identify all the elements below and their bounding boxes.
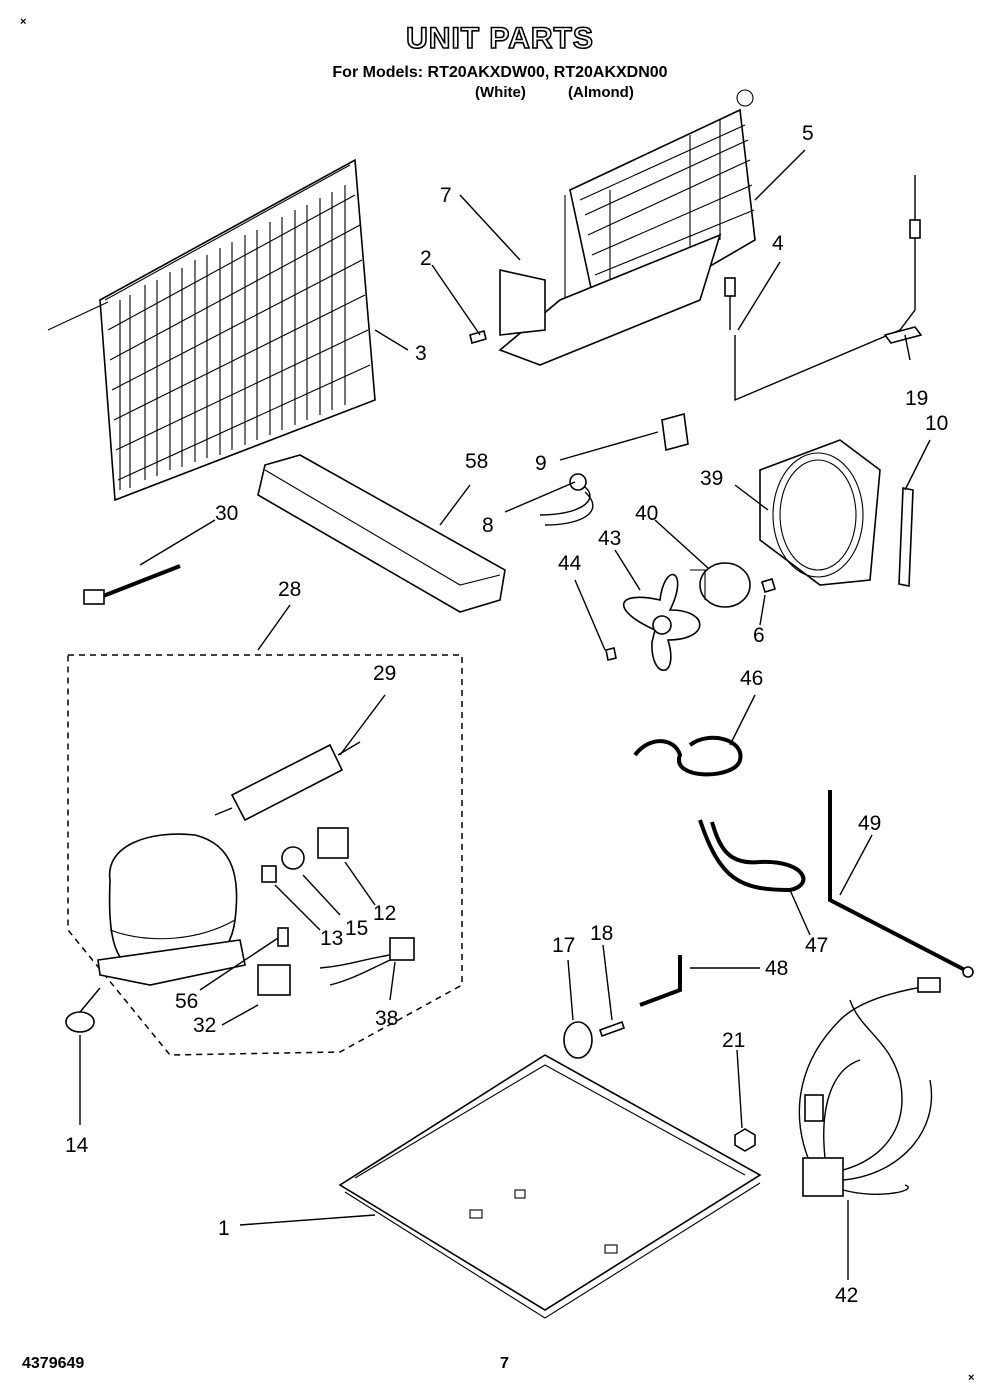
document-number: 4379649 bbox=[22, 1355, 85, 1372]
callout-48: 48 bbox=[765, 957, 788, 980]
callout-32: 32 bbox=[193, 1014, 216, 1037]
callout-labels: 7 2 5 4 3 19 10 9 58 8 39 40 43 44 6 30 … bbox=[65, 122, 948, 1307]
corner-mark-bottom: × bbox=[968, 1372, 975, 1384]
corner-mark-top: × bbox=[20, 16, 27, 28]
variant-white: (White) bbox=[475, 84, 526, 101]
tube-46-drawing bbox=[633, 735, 743, 777]
callout-9: 9 bbox=[535, 452, 547, 475]
nut-21-drawing bbox=[734, 1128, 756, 1152]
clip-13-drawing bbox=[261, 865, 277, 883]
callout-58: 58 bbox=[465, 450, 488, 473]
fan-blade-43-drawing bbox=[605, 573, 701, 671]
callout-4: 4 bbox=[772, 232, 784, 255]
relay-12-drawing bbox=[317, 827, 349, 859]
callout-13: 13 bbox=[320, 927, 343, 950]
callout-42: 42 bbox=[835, 1284, 858, 1307]
compressor-drawing bbox=[97, 833, 246, 986]
callout-18: 18 bbox=[590, 922, 613, 945]
callout-6: 6 bbox=[753, 624, 765, 647]
drier-29-drawing bbox=[214, 741, 361, 822]
callout-2: 2 bbox=[420, 247, 432, 270]
models-subtitle: For Models: RT20AKXDW00, RT20AKXDN00 bbox=[332, 64, 668, 81]
cord-8-drawing bbox=[539, 473, 594, 526]
strip-10-drawing bbox=[898, 487, 914, 587]
drain-pan-58-drawing bbox=[257, 454, 506, 613]
variant-almond: (Almond) bbox=[568, 84, 634, 101]
callout-5: 5 bbox=[802, 122, 814, 145]
condenser-drawing bbox=[47, 158, 376, 502]
callout-28: 28 bbox=[278, 578, 301, 601]
tube-49-drawing bbox=[828, 790, 966, 972]
callout-29: 29 bbox=[373, 662, 396, 685]
callout-43: 43 bbox=[598, 527, 621, 550]
grommet-14-drawing bbox=[65, 1011, 95, 1033]
compressor-kit-28-outline bbox=[67, 654, 463, 1056]
callout-40: 40 bbox=[635, 502, 658, 525]
callout-39: 39 bbox=[700, 467, 723, 490]
callout-1: 1 bbox=[218, 1217, 230, 1240]
callout-30: 30 bbox=[215, 502, 238, 525]
screw-2-drawing bbox=[469, 330, 487, 344]
page-number: 7 bbox=[500, 1355, 509, 1372]
screw-56-drawing bbox=[277, 927, 289, 947]
bolt-18-drawing bbox=[598, 1020, 626, 1038]
callout-47: 47 bbox=[805, 934, 828, 957]
callout-15: 15 bbox=[345, 917, 368, 940]
callout-19: 19 bbox=[905, 387, 928, 410]
leader-lines bbox=[79, 149, 931, 1280]
base-1-drawing bbox=[338, 1054, 762, 1319]
evaporator-drawing bbox=[498, 89, 756, 366]
callout-12: 12 bbox=[373, 902, 396, 925]
fan-shroud-39-drawing bbox=[759, 439, 881, 586]
callout-38: 38 bbox=[375, 1007, 398, 1030]
callout-3: 3 bbox=[415, 342, 427, 365]
callout-56: 56 bbox=[175, 990, 198, 1013]
callout-21: 21 bbox=[722, 1029, 745, 1052]
overload-15-drawing bbox=[281, 846, 305, 870]
callout-44: 44 bbox=[558, 552, 582, 575]
callout-10: 10 bbox=[925, 412, 948, 435]
page-title: UNIT PARTS bbox=[405, 21, 594, 56]
tube-47-drawing bbox=[698, 819, 806, 893]
callout-46: 46 bbox=[740, 667, 763, 690]
fan-motor-40-drawing bbox=[690, 562, 776, 608]
clip-9-drawing bbox=[661, 412, 689, 452]
callout-8: 8 bbox=[482, 514, 494, 537]
part-30-drawing bbox=[83, 564, 181, 605]
capacitor-32-drawing bbox=[257, 964, 291, 996]
tube-48-drawing bbox=[639, 955, 682, 1007]
callout-14: 14 bbox=[65, 1134, 89, 1157]
callout-17: 17 bbox=[552, 934, 575, 957]
wire-4-drawing bbox=[724, 175, 923, 402]
cord-38-drawing bbox=[319, 937, 415, 986]
harness-42-drawing bbox=[798, 977, 941, 1197]
wheel-17-drawing bbox=[563, 1021, 593, 1059]
callout-49: 49 bbox=[858, 812, 881, 835]
callout-7: 7 bbox=[440, 184, 452, 207]
